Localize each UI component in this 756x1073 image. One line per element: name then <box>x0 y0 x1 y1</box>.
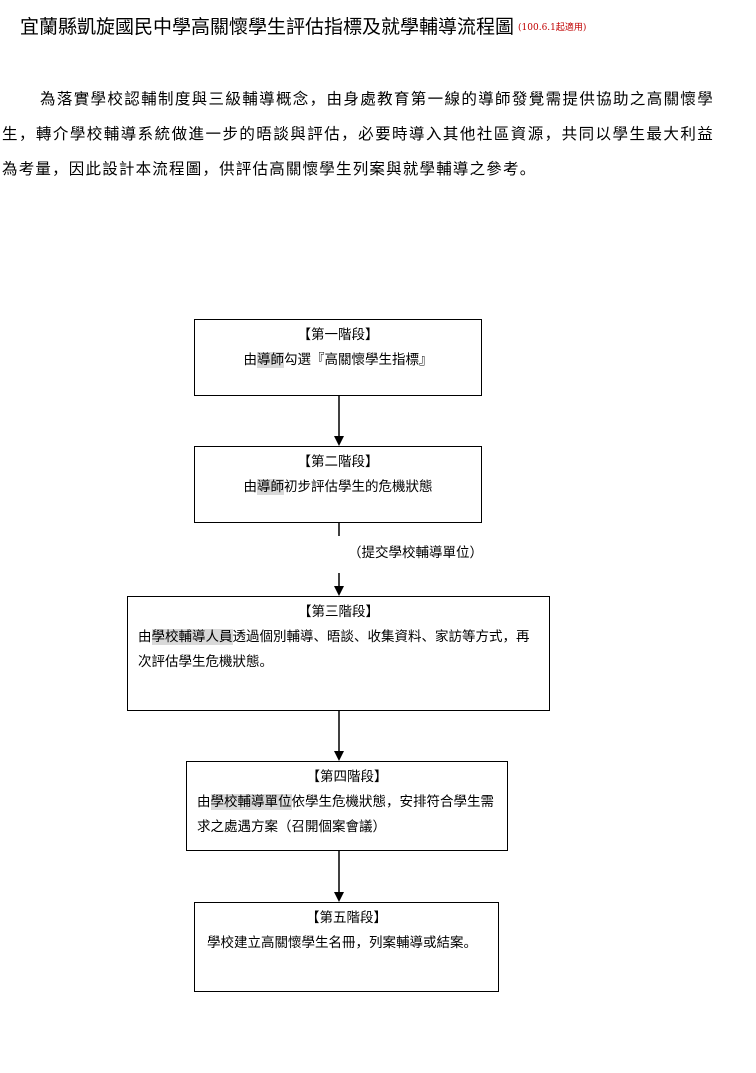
intro-paragraph: 為落實學校認輔制度與三級輔導概念，由身處教育第一線的導師發覺需提供協助之高關懷學… <box>2 90 714 178</box>
stage-5-text: 學校建立高關懷學生名冊，列案輔導或結案。 <box>207 935 477 951</box>
stage-3-text: 透過個別輔導、晤談、收集資料、家訪等方式，再次評估學生危機狀態。 <box>138 629 530 670</box>
stage-1-text: 勾選『高關懷學生指標』 <box>284 352 433 368</box>
stage-2-pre: 由 <box>243 479 258 495</box>
stage-1-actor: 導師 <box>257 352 284 368</box>
stage-3-label: 【第三階段】 <box>298 604 379 620</box>
stage-2-actor: 導師 <box>257 479 284 495</box>
stage-2-text: 初步評估學生的危機狀態 <box>284 479 433 495</box>
stage-5-box: 【第五階段】 學校建立高關懷學生名冊，列案輔導或結案。 <box>194 902 499 992</box>
stage-3-actor: 學校輔導人員 <box>151 629 233 645</box>
stage-2-box: 【第二階段】 由導師初步評估學生的危機狀態 <box>194 446 482 523</box>
stage-2-label: 【第二階段】 <box>297 454 379 470</box>
stage-4-label: 【第四階段】 <box>306 769 388 785</box>
stage-1-box: 【第一階段】 由導師勾選『高關懷學生指標』 <box>194 319 482 396</box>
stage-4-text: 依學生危機狀態，安排符合學生需求之處遇方案（召開個案會議） <box>197 794 494 835</box>
stage-1-pre: 由 <box>243 352 258 368</box>
stage-4-box: 【第四階段】 由學校輔導單位依學生危機狀態，安排符合學生需求之處遇方案（召開個案… <box>186 761 508 851</box>
connector-label: （提交學校輔導單位） <box>348 545 483 561</box>
stage-5-label: 【第五階段】 <box>306 910 387 926</box>
stage-3-box: 【第三階段】 由學校輔導人員透過個別輔導、晤談、收集資料、家訪等方式，再次評估學… <box>127 596 550 711</box>
stage-4-pre: 由 <box>197 794 211 810</box>
title-note: (100.6.1起適用) <box>518 23 587 33</box>
stage-4-actor: 學校輔導單位 <box>210 794 292 810</box>
stage-3-pre: 由 <box>138 629 152 645</box>
title-text: 宜蘭縣凱旋國民中學高關懷學生評估指標及就學輔導流程圖 <box>20 16 515 38</box>
stage-1-label: 【第一階段】 <box>297 327 379 343</box>
page-title: 宜蘭縣凱旋國民中學高關懷學生評估指標及就學輔導流程圖(100.6.1起適用) <box>20 14 750 41</box>
